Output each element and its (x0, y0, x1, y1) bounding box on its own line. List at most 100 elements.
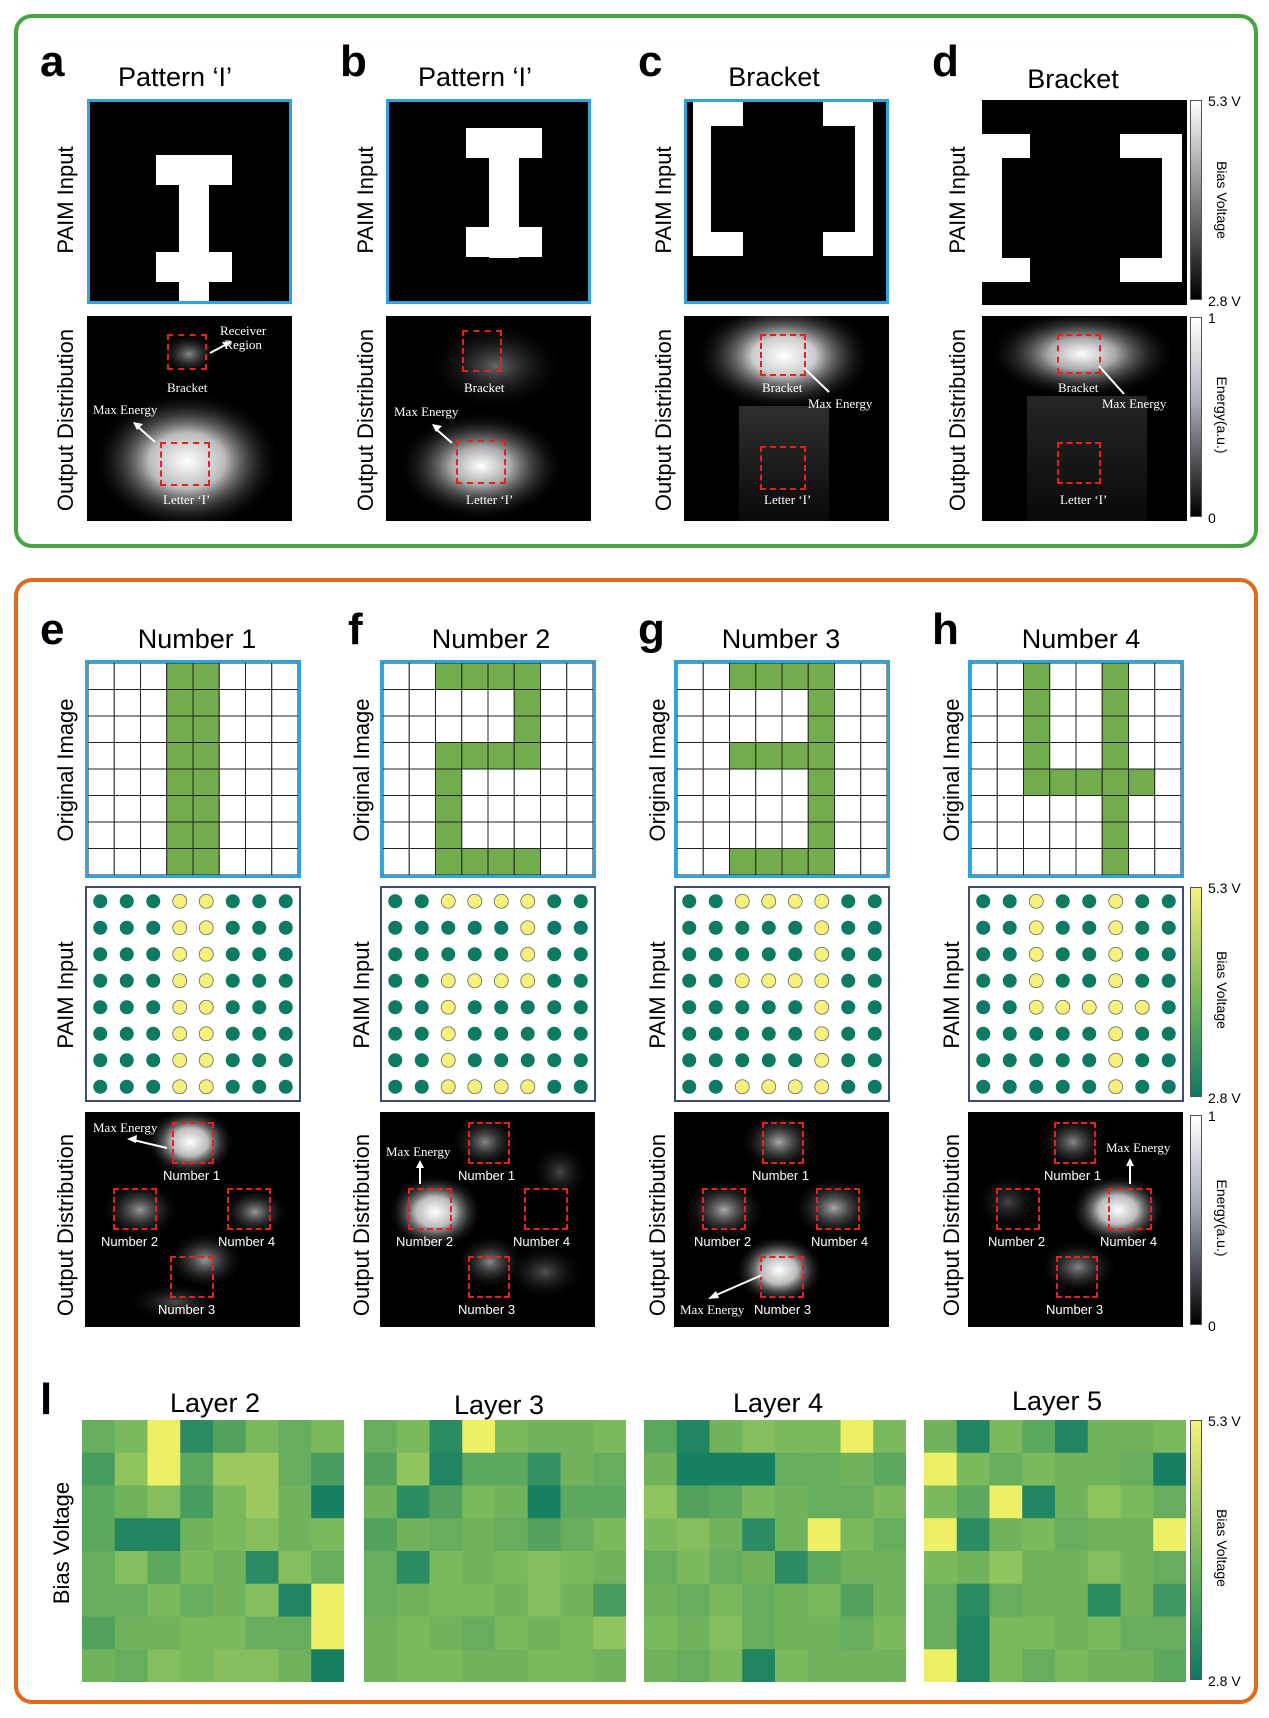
grid-cell (88, 715, 115, 743)
heatmap-cell (840, 1616, 874, 1650)
heatmap-cell (873, 1616, 906, 1650)
heatmap-cell (807, 1518, 841, 1552)
colorbar-max-label: 5.3 V (1208, 1413, 1241, 1429)
receiver-box-number-1 (468, 1122, 510, 1164)
heatmap-cell (593, 1551, 626, 1585)
heatmap-cell (644, 1616, 678, 1650)
grid-cell (271, 848, 298, 875)
bias-dot (547, 920, 562, 935)
bias-dot (467, 947, 482, 962)
bias-dot (388, 973, 403, 988)
panel-g-output: Number 1 Number 2 Number 4 Number 3 Max … (674, 1112, 889, 1327)
grid-cell (1154, 848, 1181, 875)
grid-cell (1128, 768, 1156, 796)
bias-dot (761, 973, 777, 989)
grid-cell (807, 821, 835, 849)
label-number-3: Number 3 (458, 1302, 516, 1317)
row-label-original-image: Original Image (645, 698, 670, 842)
heatmap-cell (396, 1583, 430, 1617)
heatmap-cell (644, 1649, 678, 1682)
layer-5-title: Layer 5 (1011, 1386, 1103, 1416)
grid-cell (860, 768, 887, 796)
grid-cell (566, 768, 593, 796)
grid-cell (1075, 821, 1103, 849)
grid-cell (461, 742, 489, 770)
heatmap-cell (1120, 1616, 1154, 1650)
bias-dot (976, 973, 991, 988)
heatmap-cell (495, 1551, 529, 1585)
grid-cell (461, 768, 489, 796)
heatmap-cell (311, 1420, 344, 1454)
label-receiver-region: Receiver Region (220, 323, 267, 352)
grid-cell (677, 663, 704, 690)
grid-cell (702, 742, 730, 770)
bias-dot (547, 1000, 562, 1015)
grid-cell (677, 715, 704, 743)
receiver-box-number-3 (760, 1256, 804, 1298)
panel-letter-h: h (932, 605, 959, 654)
grid-cell (435, 795, 463, 823)
bias-dot (708, 947, 723, 962)
heatmap-cell (495, 1518, 529, 1552)
heatmap-cell (82, 1616, 116, 1650)
bias-dot (708, 1026, 723, 1041)
heatmap-cell (742, 1616, 776, 1650)
heatmap-cell (644, 1583, 678, 1617)
heatmap-cell (775, 1649, 809, 1682)
heatmap-cell (924, 1551, 958, 1585)
grid-cell (88, 768, 115, 796)
label-number-4: Number 4 (513, 1234, 571, 1249)
grid-cell (729, 768, 757, 796)
receiver-box-number-3 (170, 1256, 214, 1298)
grid-cell (1049, 821, 1077, 849)
grid-cell (487, 742, 515, 770)
grid-cell (1023, 795, 1051, 823)
bias-dot (735, 947, 750, 962)
bias-dot (788, 1053, 803, 1068)
heatmap-cell (1022, 1649, 1056, 1682)
bias-dot (93, 1000, 108, 1015)
grid-cell (192, 821, 220, 849)
bias-dot (252, 894, 267, 909)
bias-dot (976, 1079, 991, 1094)
grid-cell (435, 663, 463, 690)
bias-dot (1002, 1053, 1017, 1068)
heatmap-cell (364, 1452, 398, 1486)
grid-cell (192, 795, 220, 823)
heatmap-cell (527, 1518, 561, 1552)
bias-dot (734, 893, 750, 909)
heatmap-cell (644, 1452, 678, 1486)
bias-dot (682, 894, 697, 909)
grid-cell (755, 715, 783, 743)
grid-cell (702, 689, 730, 717)
bias-dot (867, 1079, 882, 1094)
heatmap-cell (364, 1583, 398, 1617)
grid-cell (461, 795, 489, 823)
grid-cell (1049, 663, 1077, 690)
grid-cell (860, 742, 887, 770)
bias-dot (93, 894, 108, 909)
heatmap-cell (311, 1518, 344, 1552)
heatmap-cell (924, 1616, 958, 1650)
bias-dot (119, 894, 134, 909)
heatmap-cell (709, 1518, 743, 1552)
heatmap-cell (1153, 1518, 1186, 1552)
panel-e-output: Number 1 Number 2 Number 4 Number 3 Max … (85, 1112, 300, 1327)
grid-cell (1049, 848, 1077, 875)
bias-dot (225, 894, 240, 909)
grid-cell (1023, 768, 1051, 796)
colorbar-max-label: 1 (1208, 1108, 1216, 1124)
grid-cell (729, 742, 757, 770)
panel-e-paim-input (85, 886, 301, 1102)
bias-dot (225, 1026, 240, 1041)
heatmap-cell (364, 1518, 398, 1552)
heatmap-cell (1022, 1616, 1056, 1650)
grid-cell (677, 848, 704, 875)
heatmap-cell (1022, 1485, 1056, 1519)
heatmap-cell (775, 1518, 809, 1552)
heatmap-cell (278, 1420, 312, 1454)
label-max-energy: Max Energy (680, 1302, 745, 1317)
heatmap-cell (1022, 1518, 1056, 1552)
bias-dot (388, 920, 403, 935)
colorbar-title: Energy(a.u.) (1214, 1179, 1230, 1257)
